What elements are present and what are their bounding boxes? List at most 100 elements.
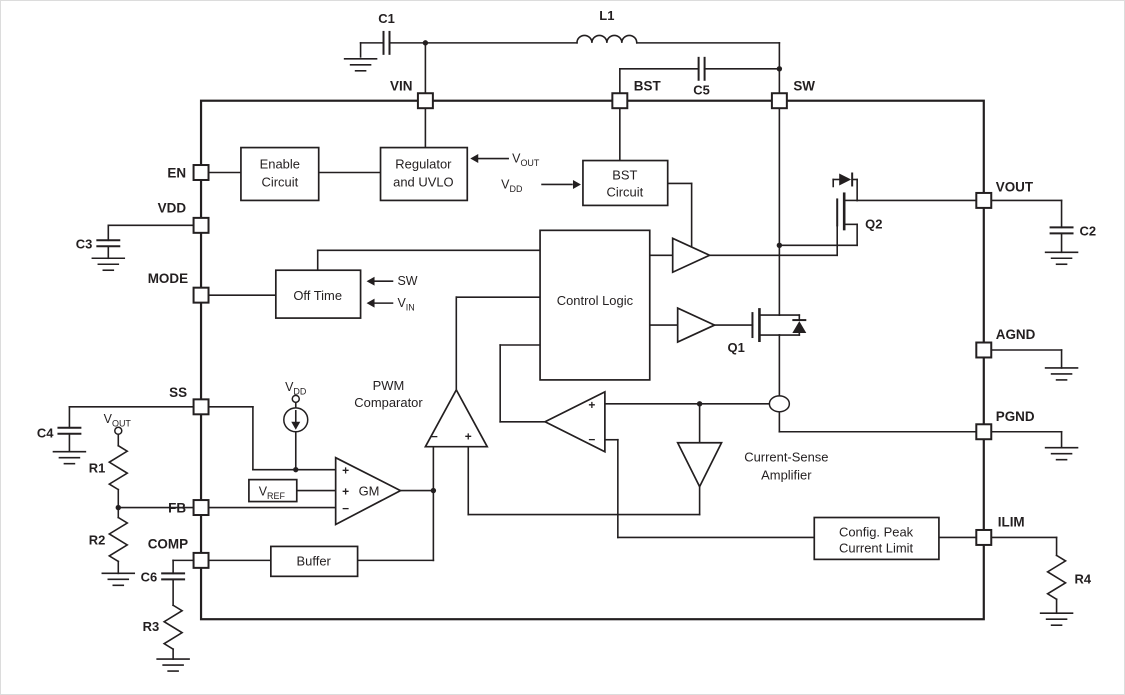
pin-sw [770,92,788,110]
resistor-r1 [108,444,129,491]
pwm-label-line1: PWM [373,378,405,393]
csamp-plus-mark: + [588,398,595,412]
bst-circuit-box [582,159,669,207]
pin-label-vout: VOUT [996,179,1034,194]
pin-label-comp: COMP [148,536,188,551]
external-components [52,29,1079,672]
signal-vin-to-offtime: VIN [397,296,414,312]
arrow-sw-to-offtime [366,276,375,286]
gnd-r4 [1039,612,1074,626]
cap-c6 [160,572,187,581]
enable-circuit-box [240,146,320,202]
vout-node [114,426,123,435]
gnd-c4 [52,450,87,465]
cap-c1 [382,29,391,56]
label-r3: R3 [143,619,160,634]
csamp-label-line2: Amplifier [761,468,812,483]
current-sense-amplifier [543,390,606,454]
pin-mode [192,286,210,304]
regulator-box-line2: and UVLO [393,174,453,189]
pin-label-vin: VIN [390,79,412,94]
label-q2: Q2 [865,216,882,231]
label-c6: C6 [141,569,158,584]
labels: C1 L1 C5 C3 C4 R1 R2 C6 R3 C2 R4 Q1 Q2 V… [37,8,1096,634]
label-l1: L1 [599,8,614,23]
pwm-plus-mark: + [465,430,472,444]
current-sense-buffer [676,441,723,489]
pin-label-agnd: AGND [996,327,1036,342]
off-time-label: Off Time [293,288,342,303]
body-diode-q2 [839,173,852,186]
label-q1: Q1 [728,340,745,355]
pin-label-sw: SW [793,79,815,94]
resistor-r3 [163,604,183,650]
pin-en [192,164,210,181]
gnd-c1 [343,58,378,72]
control-logic-box [539,229,651,381]
pin-bst [611,92,629,110]
label-c4: C4 [37,426,54,441]
arrowheads [366,154,581,308]
config-box-line1: Config. Peak [839,524,914,539]
signal-sw-to-offtime: SW [397,274,417,288]
vref-box [248,478,298,503]
arrow-vout-to-regulator [470,154,479,164]
pin-comp [192,551,210,569]
enable-box-line2: Circuit [261,174,298,189]
pin-pgnd [975,423,993,441]
mosfet-q1 [751,308,807,343]
signal-vout-divider: VOUT [104,412,132,428]
label-c3: C3 [76,236,93,251]
regulator-box-line1: Regulator [395,157,452,172]
gm-label: GM [359,484,380,499]
junction-dots [115,40,783,511]
gnd-agnd [1044,367,1079,381]
pin-label-mode: MODE [148,271,188,286]
resistor-r2 [108,516,129,563]
pin-vdd [192,216,210,234]
pin-vout [975,191,993,209]
enable-box-line1: Enable [260,157,300,172]
bst-box-line1: BST [612,167,637,182]
pin-label-pgnd: PGND [996,409,1035,424]
gate-driver-q2 [671,236,712,274]
regulator-uvlo-box [379,146,469,202]
gate-driver-q1 [676,306,717,344]
mosfet-q2 [836,172,854,231]
pwm-comparator [423,388,489,448]
pin-label-ilim: ILIM [998,514,1025,529]
pin-squares [192,92,993,569]
arrow-vin-to-offtime [366,298,375,308]
vref-label: VREF [259,485,286,501]
current-sense-element [768,395,791,413]
current-source-arrow [291,421,301,430]
pin-label-vdd: VDD [158,200,187,215]
pin-agnd [975,341,993,359]
pin-fb [192,499,210,517]
signal-vdd-current-source: VDD [285,380,307,396]
cap-c4 [56,426,83,435]
pin-ilim [975,528,993,546]
pin-ss [192,398,210,416]
gm-plus2-mark: + [342,485,349,499]
ic-boundary [199,99,985,621]
csamp-label-line1: Current-Sense [744,450,828,465]
inductor-l1 [576,34,638,44]
gm-minus-mark: − [342,502,349,516]
pwm-label-line2: Comparator [354,395,423,410]
vdd-node [291,394,301,404]
cap-c3 [95,239,122,248]
gnd-pgnd [1044,446,1079,461]
config-box-line2: Current Limit [839,540,914,555]
signal-vdd-to-bst: VDD [501,177,523,193]
gnd-divider [101,572,136,587]
cap-c5 [697,55,706,82]
pin-label-bst: BST [634,79,662,94]
arrow-vdd-to-bst [572,179,581,189]
label-c5: C5 [693,83,710,98]
gm-error-amplifier [334,456,403,526]
gnd-c2 [1044,251,1079,266]
body-diode-q1 [792,321,807,334]
